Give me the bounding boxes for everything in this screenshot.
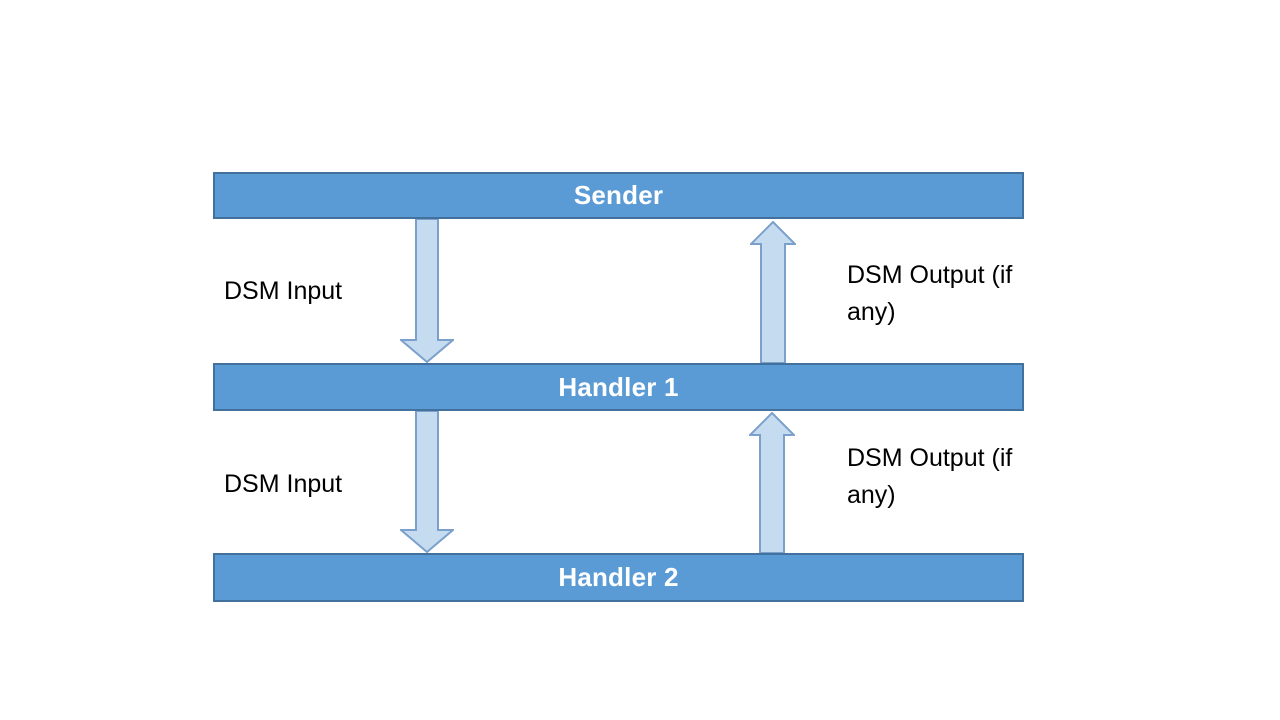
edge-label-dsm-output-2: DSM Output (if any) xyxy=(847,444,1013,509)
node-sender: Sender xyxy=(213,172,1024,219)
node-handler-1: Handler 1 xyxy=(213,363,1024,411)
arrow-down-input-1-icon xyxy=(400,219,454,363)
arrow-up-output-2-icon xyxy=(749,412,795,553)
node-handler-2-label: Handler 2 xyxy=(558,562,679,592)
node-handler-1-label: Handler 1 xyxy=(558,371,679,402)
edge-label-dsm-input-2: DSM Input xyxy=(224,470,343,498)
arrow-up-output-1-icon xyxy=(750,221,796,363)
node-handler-2: Handler 2 xyxy=(213,553,1024,602)
edge-label-dsm-input-1: DSM Input xyxy=(224,277,343,305)
arrow-down-input-2-icon xyxy=(400,411,454,553)
node-sender-label: Sender xyxy=(573,180,664,210)
edge-label-dsm-output-1: DSM Output (if any) xyxy=(847,261,1013,326)
